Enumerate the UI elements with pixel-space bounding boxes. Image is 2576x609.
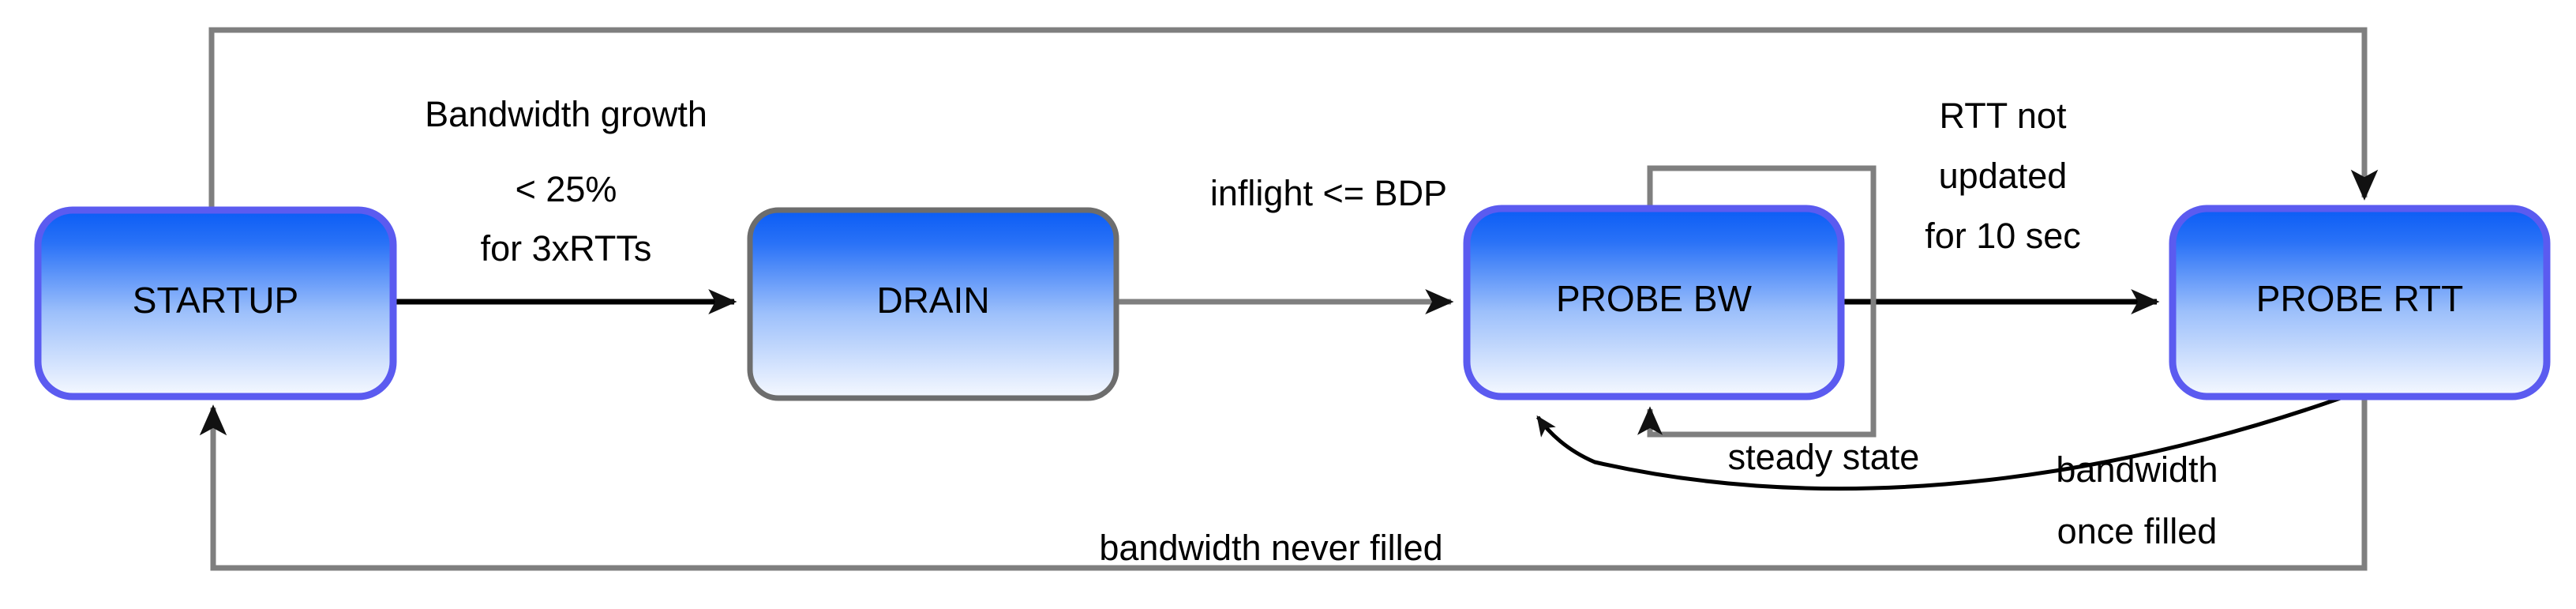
edge-label-rtt-not-line1: RTT not	[1940, 96, 2067, 136]
edge-label-bandwidth-once-filled-line2: once filled	[2057, 511, 2218, 551]
node-probe-bw-label: PROBE BW	[1556, 278, 1753, 319]
node-probe-rtt[interactable]: PROBE RTT	[2169, 205, 2551, 400]
node-drain-rect[interactable]	[747, 207, 1119, 401]
node-probe-rtt-rect[interactable]	[2169, 205, 2551, 400]
node-probe-rtt-label: PROBE RTT	[2256, 278, 2463, 319]
node-probe-bw-rect[interactable]	[1463, 205, 1845, 400]
edge-label-bandwidth-growth-line2: < 25%	[516, 169, 617, 209]
edge-label-bandwidth-growth-line3: for 3xRTTs	[481, 228, 652, 269]
node-probe-bw[interactable]: PROBE BW	[1463, 205, 1845, 400]
node-drain[interactable]: DRAIN	[747, 207, 1119, 401]
node-startup-rect[interactable]	[34, 206, 397, 400]
edge-label-rtt-not-line2: updated	[1939, 156, 2068, 196]
edge-label-inflight-bdp: inflight <= BDP	[1210, 173, 1447, 213]
edge-label-rtt-not-line3: for 10 sec	[1925, 216, 2081, 256]
edge-probe-rtt-to-probe-bw	[1535, 389, 2361, 491]
edge-probe-bw-self-loop	[1637, 165, 1877, 438]
edge-label-bandwidth-once-filled-line1: bandwidth	[2056, 449, 2218, 490]
node-drain-label: DRAIN	[876, 280, 989, 321]
node-startup-label: STARTUP	[133, 280, 298, 321]
edge-label-steady-state: steady state	[1728, 437, 1920, 477]
edge-label-bandwidth-growth-line1: Bandwidth growth	[425, 94, 707, 134]
edge-probe-rtt-to-startup-bottom	[199, 395, 2368, 571]
node-startup[interactable]: STARTUP	[34, 206, 397, 400]
edge-startup-to-probe-rtt-top	[208, 27, 2379, 210]
edge-label-bandwidth-never-filled: bandwidth never filled	[1099, 528, 1442, 568]
